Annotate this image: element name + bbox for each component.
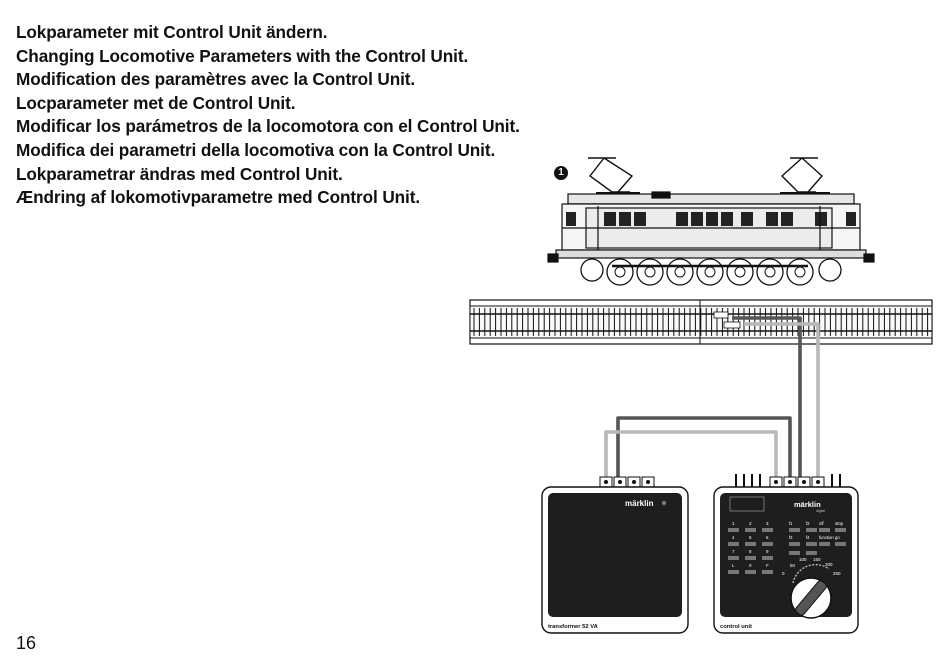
function-key-label: f1 <box>789 521 793 526</box>
control-unit-brand-sub: digital <box>816 509 825 513</box>
keypad-label: 3 <box>766 521 769 526</box>
pantograph-left <box>588 157 640 194</box>
keypad-key[interactable] <box>745 570 756 574</box>
control-unit-label: control unit <box>720 624 752 630</box>
function-key-label: f3 <box>789 535 793 540</box>
keypad-label: 2 <box>749 521 752 526</box>
keypad-key[interactable] <box>728 556 739 560</box>
function-key[interactable] <box>835 528 846 532</box>
keypad-label: 4 <box>732 535 735 540</box>
function-key[interactable] <box>789 542 800 546</box>
function-key[interactable] <box>806 528 817 532</box>
keypad-label: 5 <box>749 535 752 540</box>
function-key[interactable] <box>819 542 830 546</box>
speed-scale-label: 0 <box>782 571 785 576</box>
control-unit-device: märklin digital 1 2 3 4 5 6 7 8 9L 0 F f1 f2 off stop… <box>713 474 859 634</box>
heading-it: Modifica dei parametri della locomotiva … <box>16 139 496 160</box>
step-marker: 1 <box>554 166 568 180</box>
speed-scale-label: 200 <box>825 562 833 567</box>
function-key-label: f4 <box>806 535 810 540</box>
transformer-label: transformer 52 VA <box>548 624 599 630</box>
keypad-key[interactable] <box>728 570 739 574</box>
keypad-key[interactable] <box>762 556 773 560</box>
keypad-key[interactable] <box>745 528 756 532</box>
function-key[interactable] <box>806 542 817 546</box>
speed-scale-label: 50 <box>790 563 796 568</box>
track-section <box>469 299 933 345</box>
heading-sv: Lokparametrar ändras med Control Unit. <box>16 163 343 184</box>
keypad-label: 0 <box>749 563 752 568</box>
transformer-device: märklin transformer 52 VA <box>541 476 689 634</box>
heading-en: Changing Locomotive Parameters with the … <box>16 45 469 66</box>
heading-de: Lokparameter mit Control Unit ändern. <box>16 22 328 42</box>
locomotive-wheels <box>580 258 842 286</box>
page-number: 16 <box>16 633 37 653</box>
keypad-key[interactable] <box>762 542 773 546</box>
keypad-key[interactable] <box>745 556 756 560</box>
locomotive-illustration <box>547 157 875 286</box>
keypad-key[interactable] <box>728 528 739 532</box>
keypad-label: 1 <box>732 521 735 526</box>
speed-scale-label: 150 <box>813 557 821 562</box>
heading-nl: Locparameter met de Control Unit. <box>16 92 296 113</box>
function-key[interactable] <box>806 551 817 555</box>
keypad-key[interactable] <box>762 570 773 574</box>
function-key-label: go <box>835 535 840 540</box>
pantograph-right <box>780 157 830 194</box>
keypad-label: L <box>732 563 735 568</box>
function-key[interactable] <box>819 528 830 532</box>
transformer-brand-logo: märklin <box>625 499 654 508</box>
keypad-label: 9 <box>766 549 769 554</box>
function-key[interactable] <box>835 542 846 546</box>
function-key-label: off <box>819 521 824 526</box>
keypad-key[interactable] <box>762 528 773 532</box>
control-unit-brand-logo: märklin <box>794 500 821 509</box>
function-key-label: stop <box>835 521 844 526</box>
keypad-label: 6 <box>766 535 769 540</box>
function-key[interactable] <box>789 551 800 555</box>
keypad-label: 7 <box>732 549 735 554</box>
heading-es: Modificar los parámetros de la locomotor… <box>16 116 520 137</box>
heading-fr: Modification des paramètres avec la Cont… <box>16 69 416 90</box>
speed-scale-label: 100 <box>799 557 807 562</box>
keypad-label: F <box>766 563 769 568</box>
keypad-key[interactable] <box>745 542 756 546</box>
heading-list: Lokparameter mit Control Unit ändern. Ch… <box>16 21 520 210</box>
keypad-label: 8 <box>749 549 752 554</box>
function-key-label: function <box>819 535 834 540</box>
keypad-key[interactable] <box>728 542 739 546</box>
heading-da: Ændring af lokomotivparametre med Contro… <box>16 187 421 208</box>
function-key-label: f2 <box>806 521 810 526</box>
speed-scale-label: 250 <box>833 571 841 576</box>
function-key[interactable] <box>789 528 800 532</box>
wiring <box>604 316 820 482</box>
